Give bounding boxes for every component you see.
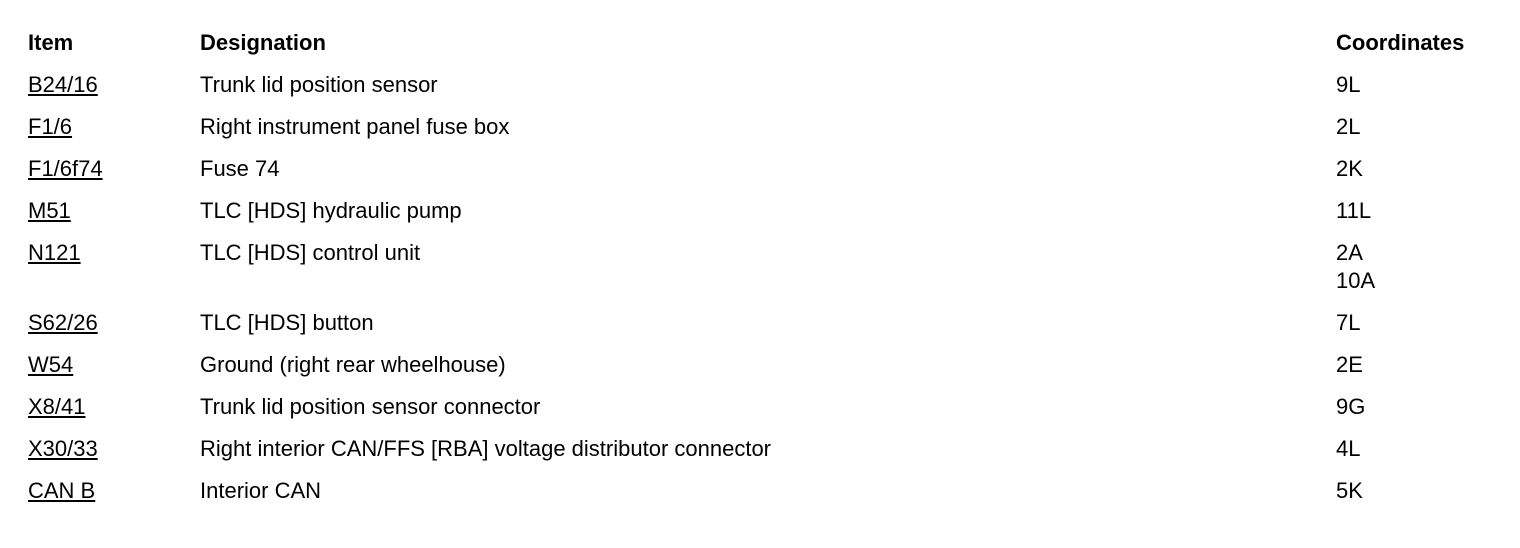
designation-cell: Trunk lid position sensor <box>200 72 438 97</box>
item-cell: CAN B <box>28 473 200 515</box>
coordinate-value: 9G <box>1336 394 1366 419</box>
coordinates-cell: 7L <box>1336 305 1498 347</box>
item-link-x8-41[interactable]: X8/41 <box>28 394 86 419</box>
coordinate-value: 2K <box>1336 156 1363 181</box>
coordinate-value: 5K <box>1336 478 1363 503</box>
item-cell: F1/6f74 <box>28 151 200 193</box>
coordinates-cell: 5K <box>1336 473 1498 515</box>
coordinates-cell: 11L <box>1336 193 1498 235</box>
header-item: Item <box>28 30 74 55</box>
coordinates-cell: 9G <box>1336 389 1498 431</box>
item-cell: W54 <box>28 347 200 389</box>
designation-cell: Interior CAN <box>200 478 322 503</box>
designation-cell: TLC [HDS] hydraulic pump <box>200 198 462 223</box>
component-legend-table: Item Designation Coordinates B24/16 Trun… <box>28 29 1498 515</box>
coordinates-cell: 9L <box>1336 67 1498 109</box>
table-row: S62/26 TLC [HDS] button 7L <box>28 305 1498 347</box>
item-link-b24-16[interactable]: B24/16 <box>28 72 98 97</box>
coordinate-value: 11L <box>1336 198 1372 223</box>
item-link-m51[interactable]: M51 <box>28 198 71 223</box>
coordinates-cell: 2K <box>1336 151 1498 193</box>
coordinate-value: 4L <box>1336 436 1361 461</box>
table-row: CAN B Interior CAN 5K <box>28 473 1498 515</box>
item-link-f1-6[interactable]: F1/6 <box>28 114 73 139</box>
designation-cell: Ground (right rear wheelhouse) <box>200 352 506 377</box>
table-row: X8/41 Trunk lid position sensor connecto… <box>28 389 1498 431</box>
coordinates-cell: 2L <box>1336 109 1498 151</box>
item-cell: F1/6 <box>28 109 200 151</box>
designation-cell: Fuse 74 <box>200 156 280 181</box>
item-link-w54[interactable]: W54 <box>28 352 74 377</box>
item-link-s62-26[interactable]: S62/26 <box>28 310 98 335</box>
header-designation: Designation <box>200 30 326 55</box>
item-link-x30-33[interactable]: X30/33 <box>28 436 98 461</box>
coordinate-value: 2E <box>1336 352 1363 377</box>
coordinate-value: 2L <box>1336 114 1361 139</box>
coordinate-value: 10A <box>1336 268 1376 293</box>
item-cell: N121 <box>28 235 200 305</box>
coordinates-cell: 4L <box>1336 431 1498 473</box>
item-link-f1-6f74[interactable]: F1/6f74 <box>28 156 103 181</box>
coordinates-cell: 2A 10A <box>1336 235 1498 305</box>
table-row: N121 TLC [HDS] control unit 2A 10A <box>28 235 1498 305</box>
designation-cell: Right instrument panel fuse box <box>200 114 510 139</box>
item-link-can-b[interactable]: CAN B <box>28 478 96 503</box>
item-cell: X30/33 <box>28 431 200 473</box>
table-row: M51 TLC [HDS] hydraulic pump 11L <box>28 193 1498 235</box>
designation-cell: Right interior CAN/FFS [RBA] voltage dis… <box>200 436 772 461</box>
table-row: F1/6 Right instrument panel fuse box 2L <box>28 109 1498 151</box>
table-row: F1/6f74 Fuse 74 2K <box>28 151 1498 193</box>
header-coordinates: Coordinates <box>1336 30 1465 55</box>
coordinate-value: 2A <box>1336 240 1363 265</box>
item-cell: M51 <box>28 193 200 235</box>
item-cell: X8/41 <box>28 389 200 431</box>
table-header-row: Item Designation Coordinates <box>28 29 1498 67</box>
table-row: W54 Ground (right rear wheelhouse) 2E <box>28 347 1498 389</box>
table-row: B24/16 Trunk lid position sensor 9L <box>28 67 1498 109</box>
coordinates-cell: 2E <box>1336 347 1498 389</box>
item-cell: S62/26 <box>28 305 200 347</box>
item-cell: B24/16 <box>28 67 200 109</box>
designation-cell: TLC [HDS] control unit <box>200 240 421 265</box>
item-link-n121[interactable]: N121 <box>28 240 81 265</box>
designation-cell: TLC [HDS] button <box>200 310 374 335</box>
coordinate-value: 9L <box>1336 72 1361 97</box>
table-row: X30/33 Right interior CAN/FFS [RBA] volt… <box>28 431 1498 473</box>
coordinate-value: 7L <box>1336 310 1361 335</box>
designation-cell: Trunk lid position sensor connector <box>200 394 541 419</box>
